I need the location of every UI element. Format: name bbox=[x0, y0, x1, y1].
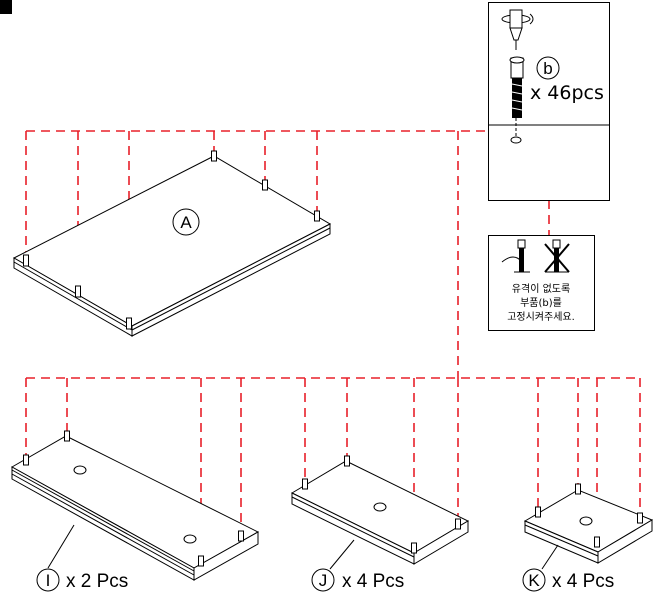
panel-a-dowels bbox=[23, 150, 320, 330]
cam-bolt-icon bbox=[509, 56, 525, 118]
hardware-label-circle bbox=[536, 56, 560, 80]
note-line-3: 고정시켜주세요. bbox=[507, 311, 575, 323]
guide-lines bbox=[25, 130, 641, 562]
panel-k-label: K bbox=[528, 571, 540, 590]
hole-icon bbox=[510, 136, 522, 144]
panel-k-label-circle bbox=[522, 568, 546, 592]
bolt-incorrect-icon bbox=[544, 239, 570, 273]
panel-i-quantity: x 2 Pcs bbox=[66, 571, 128, 592]
panel-j-label: J bbox=[319, 571, 328, 590]
panel-j-quantity: x 4 Pcs bbox=[342, 571, 404, 592]
panel-a-label-circle bbox=[172, 208, 200, 236]
panel-i: I x 2 Pcs bbox=[10, 430, 260, 592]
panel-j-label-circle bbox=[311, 568, 335, 592]
panel-a: A bbox=[12, 150, 332, 337]
hardware-quantity: x 46pcs bbox=[530, 82, 604, 104]
note-box: 유격이 없도록 부품(b)를 고정시켜주세요. bbox=[488, 235, 595, 331]
panel-a-label: A bbox=[180, 213, 192, 232]
note-line-1: 유격이 없도록 bbox=[512, 282, 570, 295]
panel-i-label-circle bbox=[36, 568, 60, 592]
corner-mark bbox=[0, 0, 12, 14]
screwdriver-icon bbox=[501, 9, 534, 50]
panel-k-quantity: x 4 Pcs bbox=[552, 571, 614, 592]
hardware-box: b x 46pcs bbox=[488, 2, 610, 201]
panel-k: K x 4 Pcs bbox=[522, 483, 654, 592]
note-line-2: 부품(b)를 bbox=[520, 297, 562, 309]
panel-j: J x 4 Pcs bbox=[290, 455, 470, 592]
bolt-correct-icon bbox=[501, 239, 530, 273]
hardware-label: b bbox=[543, 59, 552, 78]
panel-i-label: I bbox=[46, 571, 51, 590]
